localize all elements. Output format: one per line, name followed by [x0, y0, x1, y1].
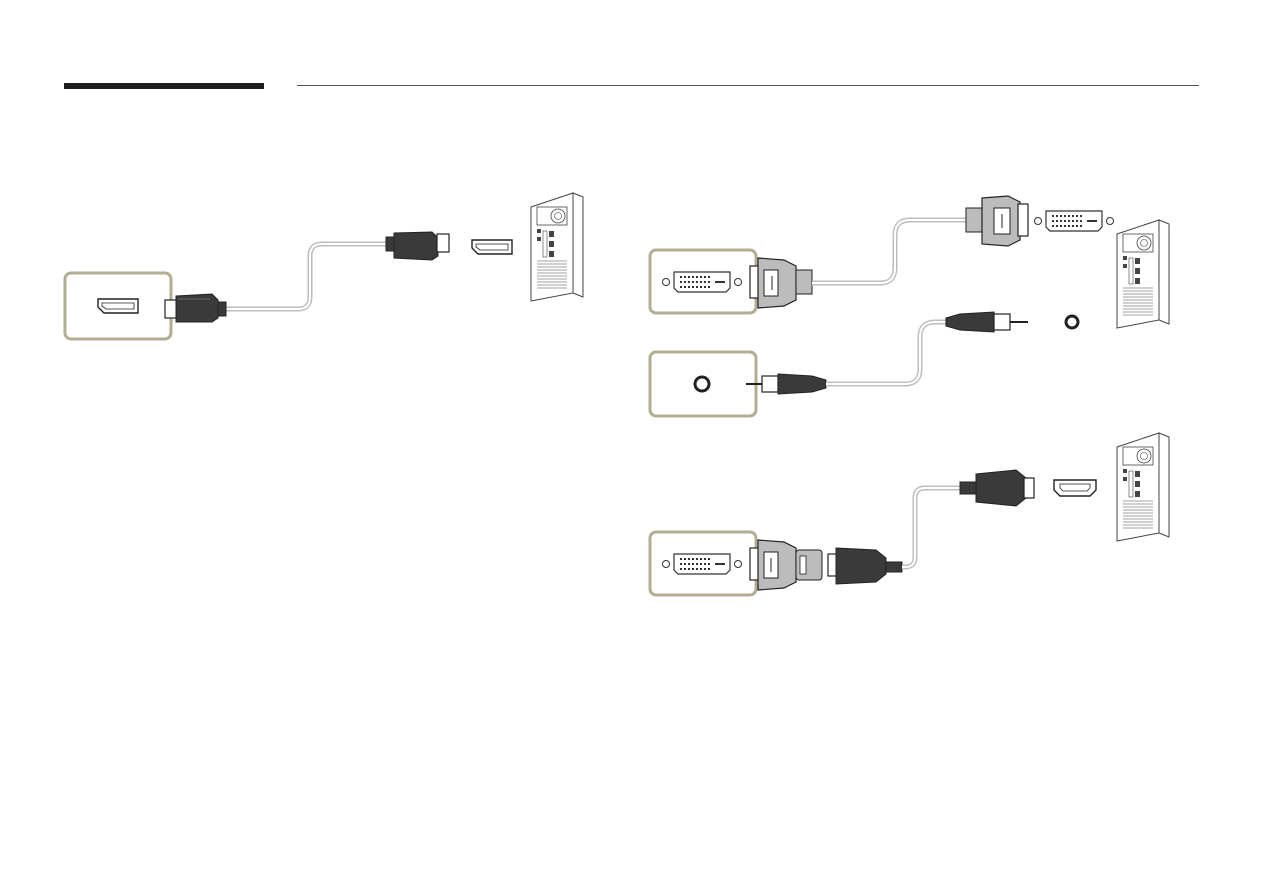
audio-in-port-icon: [695, 377, 709, 391]
audio-out-port-icon: [1066, 316, 1078, 328]
hdmi-plug-source: [828, 548, 902, 584]
displayport-port-icon: [472, 240, 512, 254]
dvi-connector-source: [750, 258, 812, 308]
pc-tower-icon: [531, 193, 583, 301]
displayport-connector-pc: [386, 232, 449, 260]
displayport-port-icon: [98, 299, 138, 313]
dvi-audio-diagram: [650, 196, 1169, 416]
dvi-hdmi-diagram: [650, 433, 1169, 595]
hdmi-port-icon: [1054, 480, 1096, 496]
stereo-audio-cable: [826, 322, 946, 384]
dvi-port-icon: [663, 554, 742, 574]
dvi-connector-source: [750, 540, 822, 590]
hdmi-plug-pc: [960, 470, 1034, 506]
dvi-to-hdmi-cable: [902, 488, 960, 567]
dvi-port-icon: [663, 272, 742, 292]
displayport-cable: [224, 244, 386, 309]
dvi-port-icon: [1035, 211, 1114, 231]
pc-tower-icon: [1117, 433, 1169, 541]
pc-tower-icon: [1117, 220, 1169, 328]
displayport-connector-source: [165, 294, 226, 322]
dvi-connector-pc: [966, 196, 1028, 246]
dvi-cable: [812, 220, 966, 283]
displayport-diagram: [65, 193, 583, 339]
audio-plug-source: [746, 374, 826, 394]
audio-plug-pc: [946, 312, 1028, 332]
